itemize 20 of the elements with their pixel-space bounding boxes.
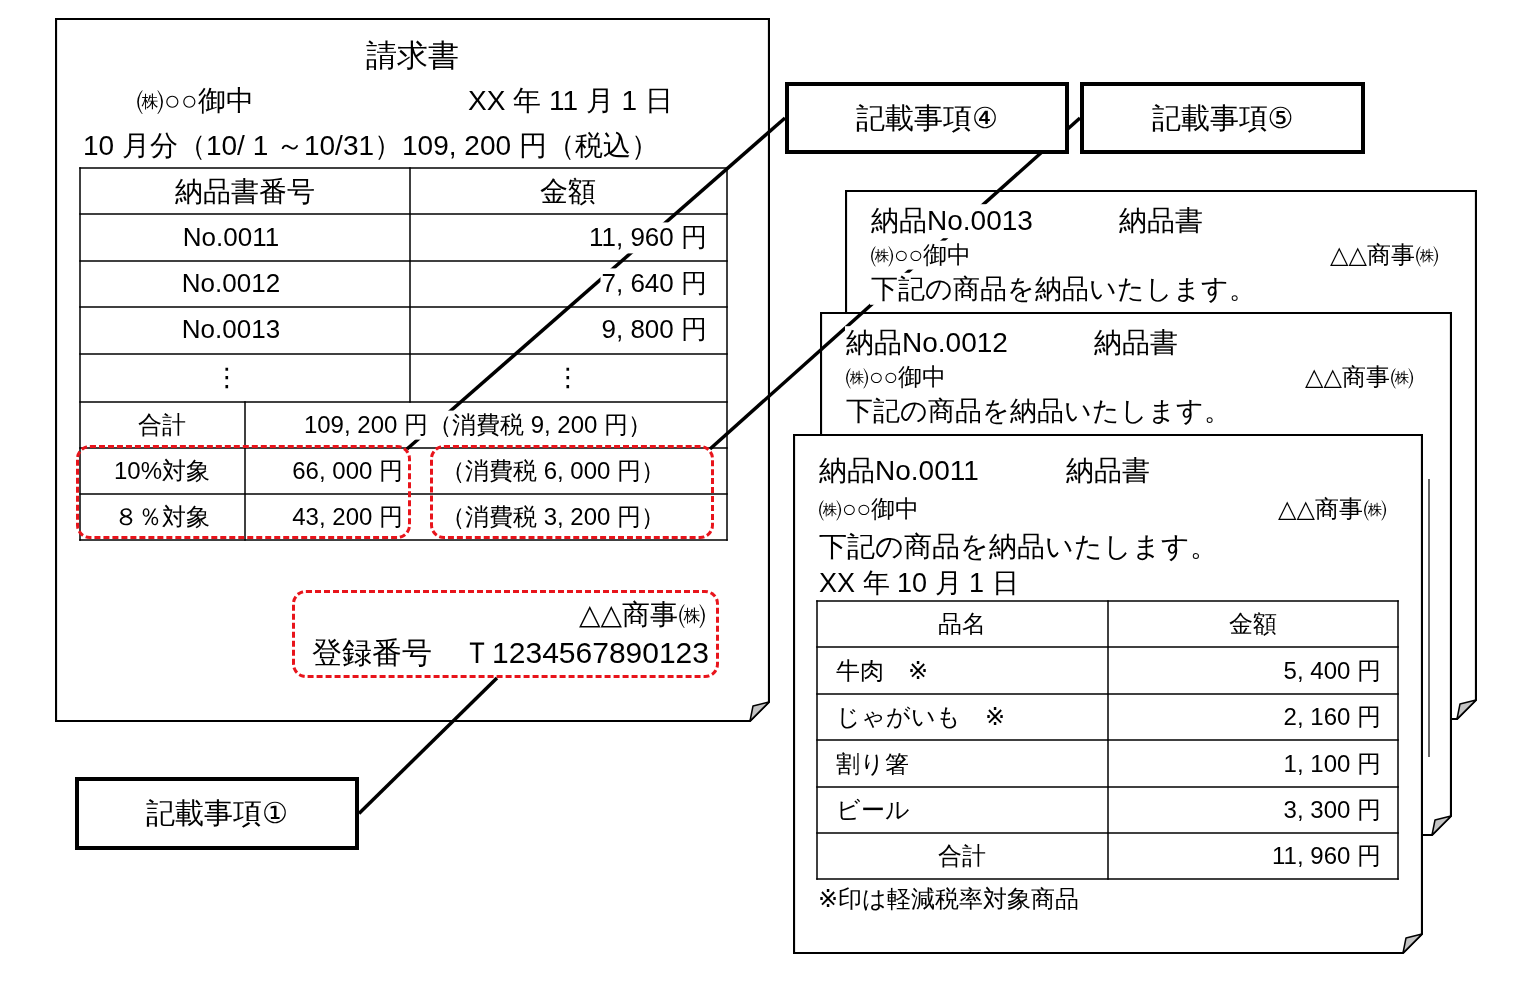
column-header: 金額	[1228, 609, 1278, 639]
delivery-note-page	[793, 434, 1423, 954]
column-header: 金額	[539, 175, 597, 209]
document-number: 納品No.0013	[870, 204, 1034, 238]
callout-box: 記載事項⑤	[1080, 82, 1365, 154]
total-label: 合計	[937, 841, 987, 871]
highlight-frame	[76, 445, 411, 539]
issuer-name: △△商事㈱	[1277, 494, 1388, 524]
highlight-frame	[292, 590, 719, 678]
highlight-frame	[430, 445, 714, 539]
issuer-name: △△商事㈱	[1329, 240, 1440, 270]
callout-box: 記載事項①	[75, 777, 359, 850]
item-name: 割り箸	[835, 749, 910, 779]
tax-rate-label: 10%対象	[113, 456, 211, 486]
leader-line	[357, 676, 499, 815]
total-label: 合計	[137, 410, 187, 440]
footnote: ※印は軽減税率対象商品	[817, 884, 1081, 914]
invoice-page	[55, 18, 770, 722]
callout-box: 記載事項④	[785, 82, 1069, 154]
issuer-name: △△商事㈱	[1304, 362, 1415, 392]
